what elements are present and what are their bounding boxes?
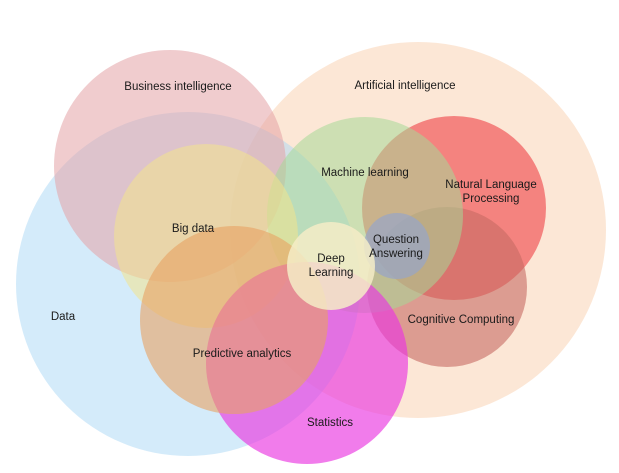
label-question-answering: Question Answering [369,234,423,260]
label-natural-language-processing: Natural Language Processing [445,179,537,205]
set-circle-predictive-analytics [140,226,328,414]
label-artificial-intelligence: Artificial intelligence [354,80,456,92]
set-circle-question-answering [364,213,430,279]
label-big-data: Big data [171,223,215,235]
set-circle-deep-learning [287,222,375,310]
label-statistics: Statistics [306,417,354,429]
label-business-intelligence: Business intelligence [124,81,232,93]
label-deep-learning: Deep Learning [308,253,354,279]
label-data: Data [50,311,76,323]
label-predictive-analytics: Predictive analytics [192,348,292,360]
label-machine-learning: Machine learning [321,167,409,179]
label-cognitive-computing: Cognitive Computing [407,314,515,326]
